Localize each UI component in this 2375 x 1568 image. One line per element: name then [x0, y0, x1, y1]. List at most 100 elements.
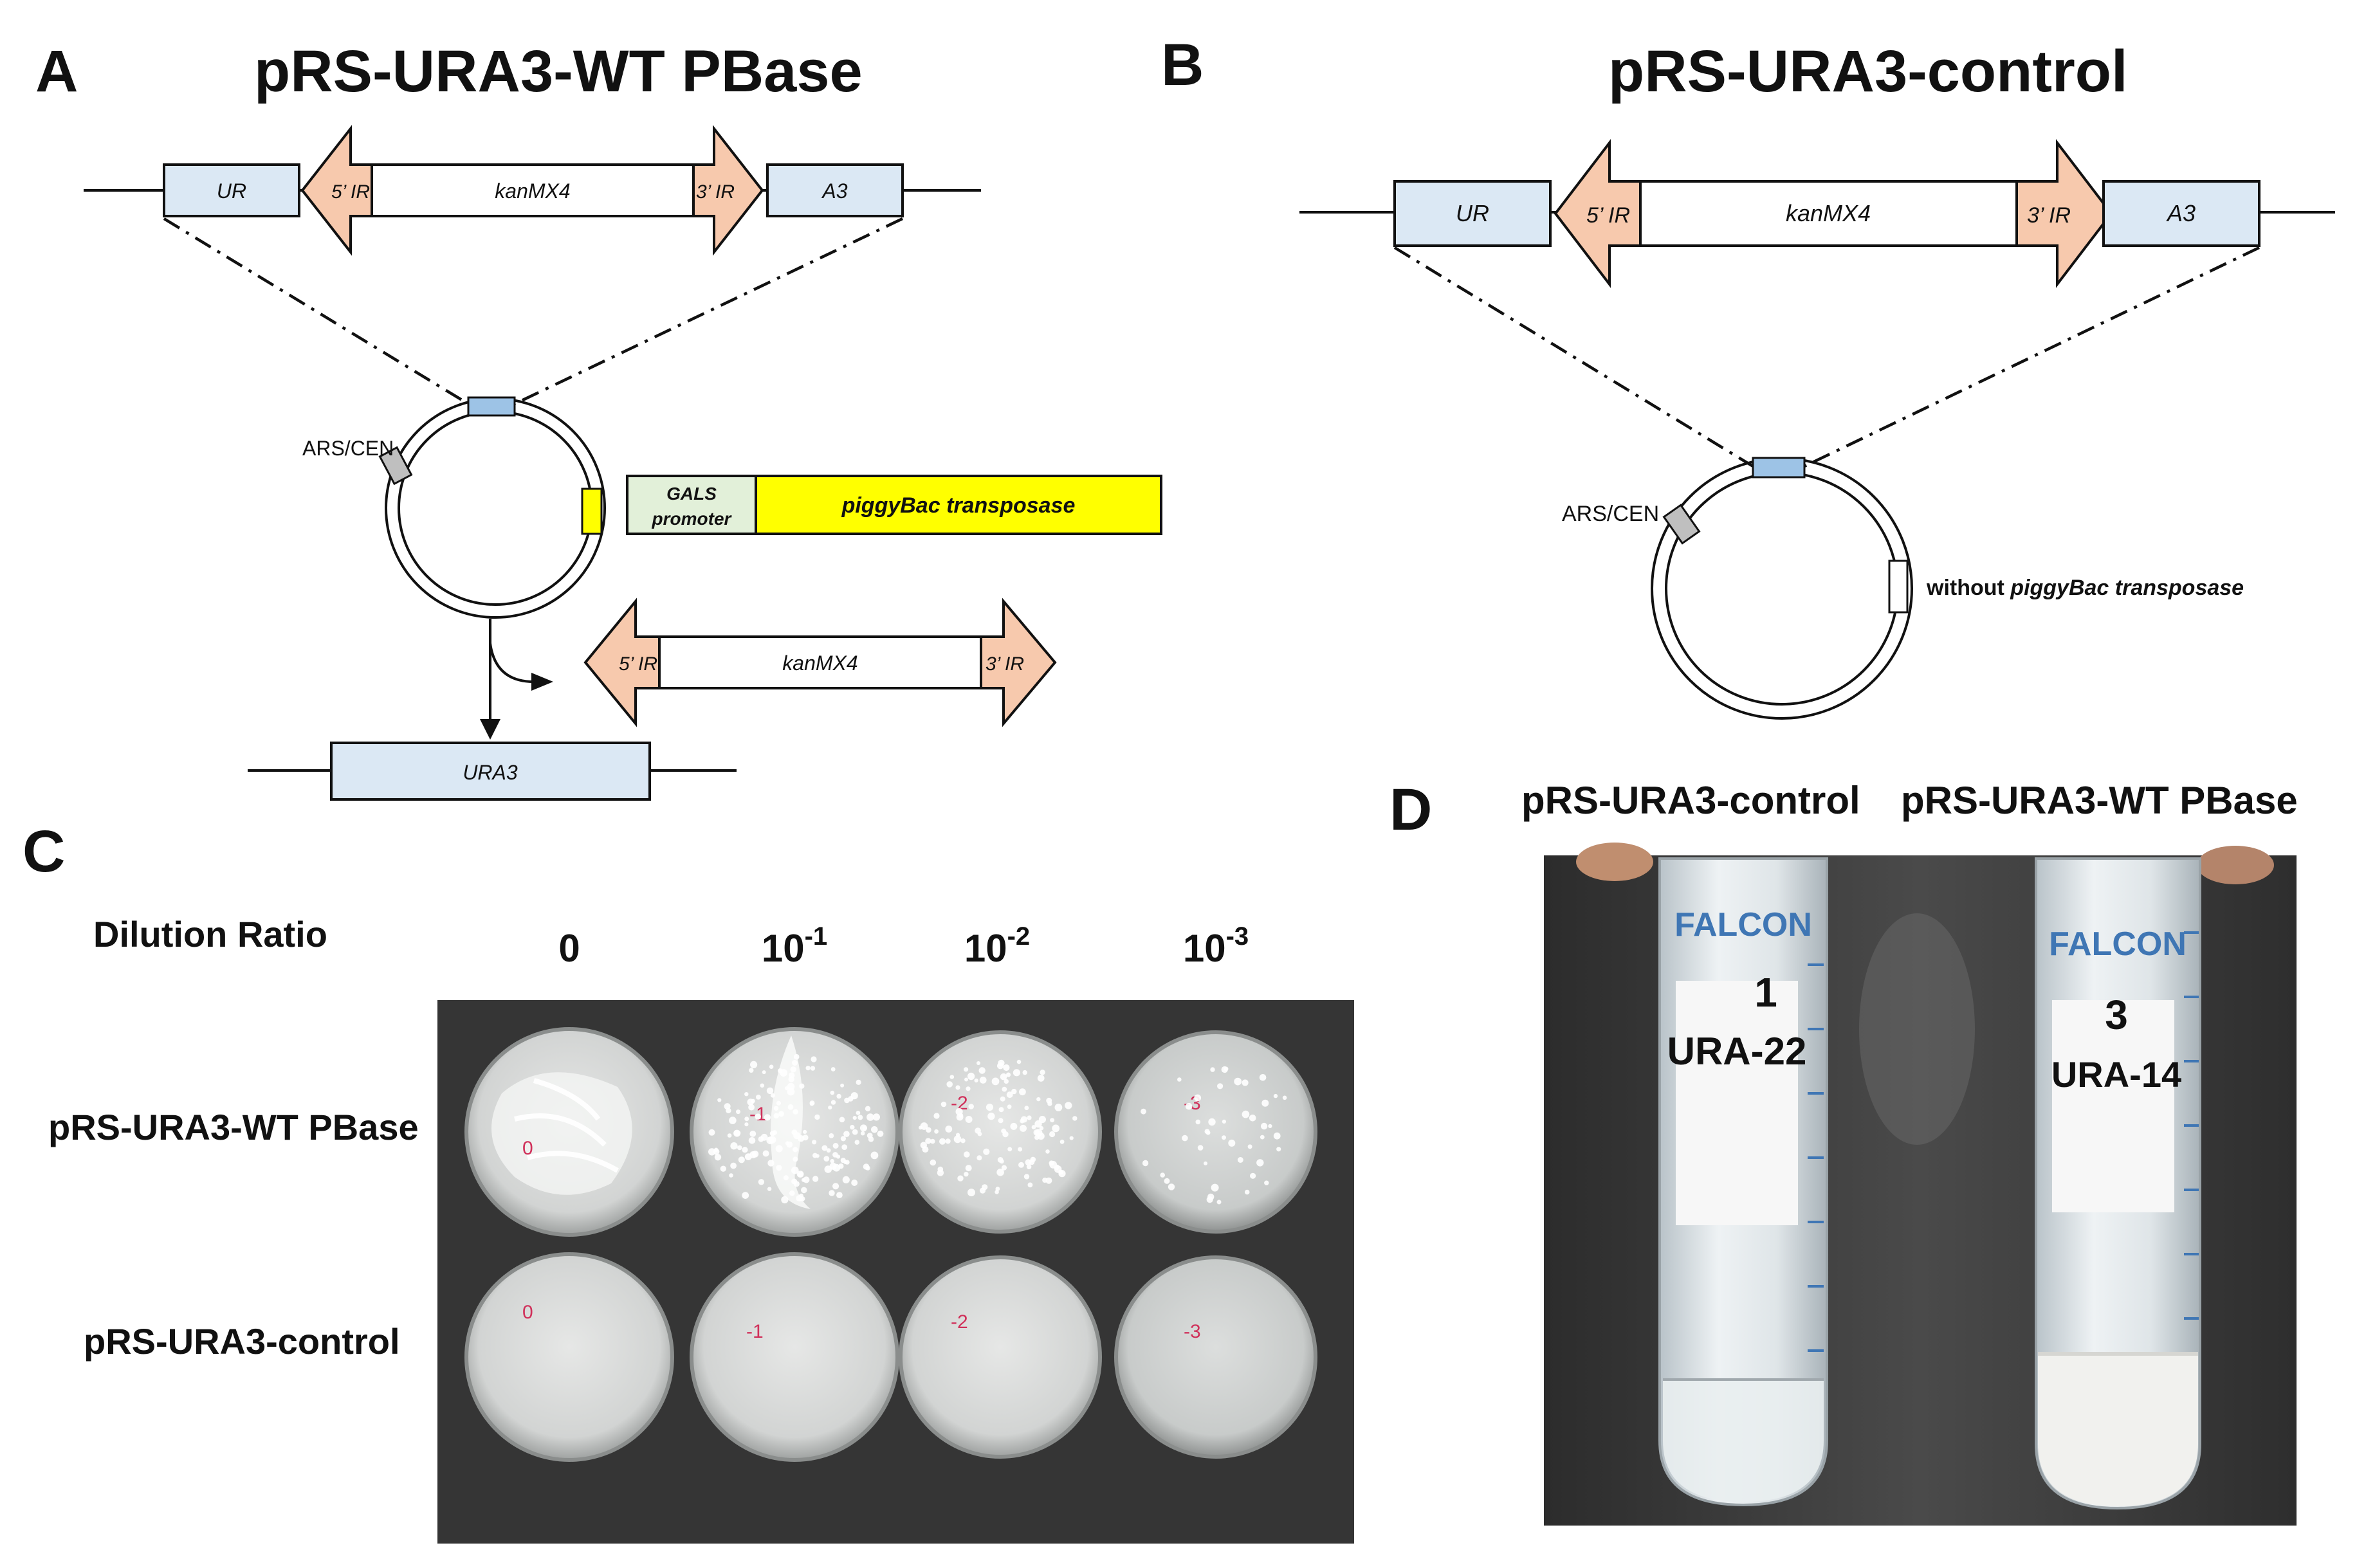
colony — [974, 1078, 978, 1083]
colony — [767, 1187, 772, 1191]
a-3ir-arrow — [692, 125, 764, 256]
colony — [720, 1165, 727, 1172]
colony — [773, 1113, 780, 1119]
colony — [860, 1131, 865, 1136]
colony — [742, 1192, 749, 1199]
plate-ctrl-1-mark: -1 — [746, 1321, 764, 1342]
colony — [1228, 1139, 1236, 1147]
b-dash-right — [1804, 246, 2260, 468]
colony — [1273, 1132, 1281, 1140]
colony — [812, 1176, 819, 1182]
colony — [1005, 1072, 1011, 1077]
d-tube-wt-scale — [2184, 931, 2199, 1320]
colony — [751, 1099, 755, 1104]
a-excised-5ir-label: 5’ IR — [619, 653, 657, 675]
colony — [1040, 1070, 1045, 1075]
colony — [1007, 1147, 1013, 1152]
c-dilution-3: 10-3 — [1183, 922, 1249, 970]
colony — [708, 1148, 716, 1156]
colony — [854, 1140, 860, 1145]
colony — [967, 1072, 975, 1080]
a-excised-3ir-arrow — [980, 597, 1057, 727]
a-transposase-box — [755, 475, 1162, 535]
c-row-label-control: pRS-URA3-control — [84, 1321, 400, 1362]
colony — [791, 1166, 799, 1174]
colony — [850, 1092, 858, 1100]
colony — [749, 1068, 754, 1073]
colony — [708, 1129, 715, 1136]
b-3ir-label: 3’ IR — [2027, 203, 2071, 228]
colony — [750, 1061, 758, 1068]
colony — [1185, 1102, 1193, 1110]
b-ur-box — [1393, 180, 1552, 247]
colony — [841, 1144, 848, 1150]
colony — [843, 1160, 848, 1165]
colony — [1020, 1116, 1027, 1123]
a-transposase-label: piggyBac transposase — [841, 493, 1076, 518]
colony — [934, 1129, 939, 1134]
colony — [793, 1053, 800, 1060]
d-tube-control-scale — [1808, 963, 1824, 1352]
colony — [1052, 1124, 1060, 1133]
colony — [968, 1104, 974, 1109]
b-plasmid-insert — [1752, 457, 1806, 479]
colony — [1002, 1086, 1007, 1092]
d-tube-wt: FALCON 3 URA-14 — [2035, 857, 2201, 1510]
colony — [738, 1156, 745, 1163]
colony — [856, 1079, 861, 1085]
colony — [1025, 1159, 1032, 1166]
colony — [977, 1061, 980, 1065]
colonies — [708, 1053, 1287, 1205]
colony — [748, 1137, 756, 1144]
colony — [945, 1138, 951, 1144]
panel-a: A pRS-URA3-WT PBase UR kanMX4 5’ IR 3’ I… — [35, 39, 1162, 801]
colony — [1001, 1165, 1007, 1171]
a-plasmid-outer — [385, 397, 606, 619]
colony — [1234, 1077, 1242, 1086]
plate-ctrl-1: -1 — [690, 1252, 899, 1462]
c-dilution-label: Dilution Ratio — [93, 914, 327, 954]
colony — [949, 1075, 955, 1079]
colony — [1164, 1178, 1170, 1184]
colony — [877, 1130, 884, 1137]
colony — [937, 1166, 944, 1172]
a-5ir-arrow — [300, 125, 373, 256]
colony — [1177, 1077, 1182, 1082]
colony — [748, 1104, 755, 1111]
colony — [1208, 1118, 1216, 1126]
b-5ir-arrow — [1554, 139, 1642, 288]
colony — [964, 1172, 969, 1177]
colony — [829, 1133, 834, 1138]
a-kanmx4-label: kanMX4 — [495, 179, 570, 203]
colony — [796, 1195, 803, 1201]
panel-b-title: pRS-URA3-control — [1608, 39, 2128, 104]
colony — [986, 1104, 994, 1111]
colony — [998, 1107, 1004, 1113]
colony — [776, 1165, 782, 1171]
colony — [850, 1125, 855, 1130]
b-without-label: without piggyBac transposase — [1926, 576, 2244, 600]
colony — [1250, 1172, 1256, 1179]
a-plasmid-arscen — [378, 446, 413, 486]
plate-wt-0: 0 — [464, 1027, 674, 1237]
b-plasmid-inner — [1665, 471, 1899, 706]
plate-ctrl-2: -2 — [899, 1255, 1102, 1459]
colony — [965, 1165, 972, 1172]
d-tube-control: FALCON 1 URA-22 — [1658, 857, 1828, 1507]
colony — [1216, 1199, 1222, 1205]
d-tube-label-wt: pRS-URA3-WT PBase — [1901, 779, 2298, 822]
colony — [925, 1138, 931, 1144]
colony — [830, 1100, 836, 1105]
colony — [727, 1133, 732, 1138]
colony — [1058, 1170, 1066, 1178]
b-5ir-label: 5’ IR — [1586, 203, 1630, 228]
colony — [958, 1113, 964, 1118]
colony — [1027, 1182, 1033, 1188]
colony — [945, 1126, 953, 1133]
colony — [724, 1103, 731, 1110]
a-a3-box — [766, 163, 904, 217]
a-3ir-label: 3’ IR — [696, 181, 735, 203]
colony — [829, 1190, 835, 1196]
colony — [812, 1153, 818, 1158]
colony — [1260, 1122, 1268, 1130]
